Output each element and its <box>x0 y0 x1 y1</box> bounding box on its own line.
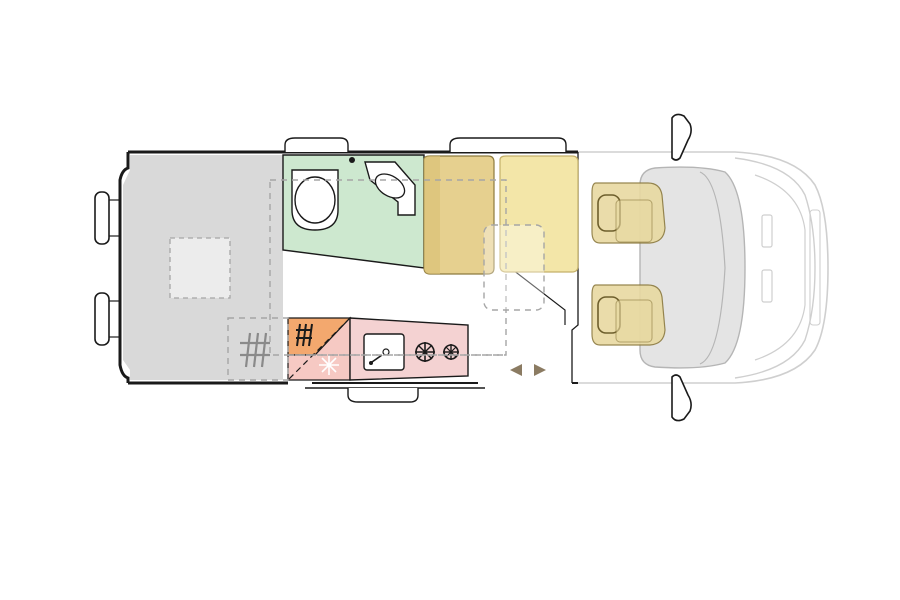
driver-seat[interactable] <box>591 182 666 244</box>
toilet-icon <box>291 169 339 231</box>
hood-line <box>754 174 806 361</box>
bathroom[interactable] <box>282 154 425 269</box>
body-wall-left <box>118 152 130 383</box>
overhead-cabinets-outline <box>227 179 507 381</box>
vent-lower <box>761 269 773 303</box>
rear-light-upper <box>94 191 110 245</box>
dashboard <box>639 166 746 369</box>
skylight-dashed <box>483 224 545 311</box>
cab <box>578 113 829 422</box>
windshield <box>734 157 816 379</box>
arrow-right-icon <box>534 364 546 376</box>
step-line <box>499 259 566 325</box>
stove-burner-icon <box>443 344 459 360</box>
dashboard-inner <box>699 171 726 365</box>
vent-upper <box>761 214 773 248</box>
sink-icon <box>363 333 405 371</box>
hanger-icon <box>296 323 313 347</box>
side-mirror-icon <box>671 113 692 161</box>
hanger-icon <box>240 332 270 368</box>
rear-bed-roof-hatch <box>169 237 231 299</box>
roof-window-seating <box>449 137 567 152</box>
rear-light-lower <box>94 292 110 346</box>
dinette-bench-front[interactable] <box>499 155 579 273</box>
rear-bed[interactable] <box>123 155 283 380</box>
dinette-bench-rear[interactable] <box>423 155 495 275</box>
bathroom-door-hinge <box>349 157 355 163</box>
side-mirror-icon <box>671 374 692 422</box>
roof-window-bathroom <box>284 137 349 152</box>
door-step-window <box>347 388 419 403</box>
kitchen[interactable] <box>287 316 469 381</box>
living-area-outline <box>94 137 579 403</box>
arrow-left-icon <box>510 364 522 376</box>
passenger-seat[interactable] <box>591 284 666 346</box>
stove-burner-icon <box>415 342 435 362</box>
washbasin-icon <box>364 161 416 216</box>
snowflake-icon <box>319 355 339 375</box>
grille-left <box>809 209 821 326</box>
